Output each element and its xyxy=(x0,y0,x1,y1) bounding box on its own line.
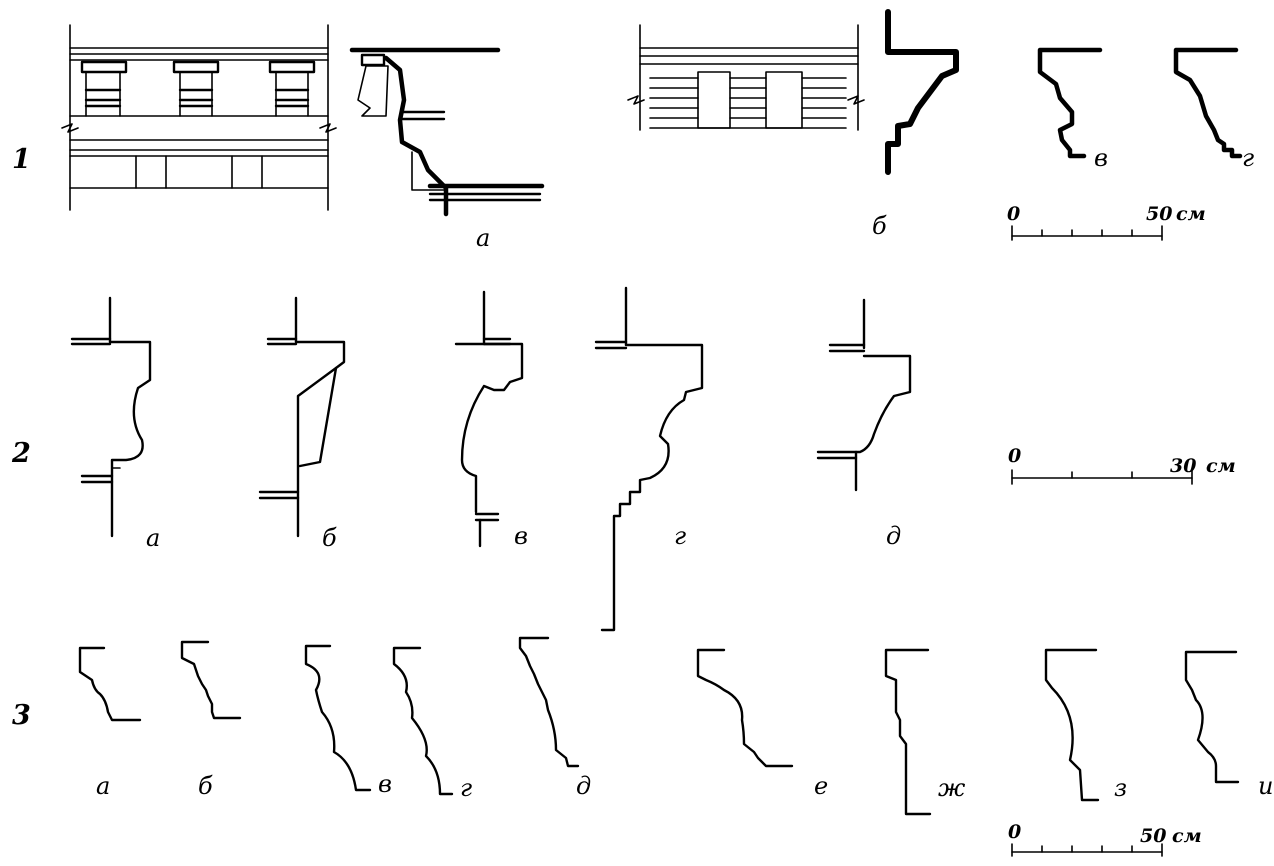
row1-label-b: б xyxy=(872,212,887,240)
row-number-2: 2 xyxy=(11,438,31,469)
row3-cornice-profile-z xyxy=(1044,648,1100,802)
row1-scale-max: 50 xyxy=(1146,203,1172,225)
row1-cornice-profile-v xyxy=(1037,47,1103,159)
row1-scale-zero: 0 xyxy=(1007,203,1020,225)
row2-label-d: д xyxy=(886,522,901,550)
row2-scale-bar xyxy=(1011,469,1193,485)
row1-scale-bar xyxy=(1011,225,1163,241)
row2-label-v: в xyxy=(514,522,528,550)
row1-cornice-section-b xyxy=(885,9,959,175)
row1-cornice-profile-g xyxy=(1173,47,1243,159)
row3-label-b: б xyxy=(198,772,213,800)
row3-cornice-profile-zh xyxy=(884,648,932,816)
row1-label-a: а xyxy=(476,224,490,252)
row1-facade-elevation-b xyxy=(627,24,865,131)
row2-scale-zero: 0 xyxy=(1008,445,1021,467)
row3-label-z: з xyxy=(1114,774,1127,802)
row3-label-zh: ж xyxy=(938,774,966,802)
row-number-3: 3 xyxy=(12,700,31,731)
row3-cornice-profile-b xyxy=(180,640,242,720)
row2-label-b: б xyxy=(322,524,337,552)
row3-cornice-profile-e xyxy=(696,648,794,768)
row3-label-e: е xyxy=(814,772,828,800)
row2-scale-max: 30 xyxy=(1170,455,1196,477)
row2-scale-unit: см xyxy=(1206,455,1236,477)
row2-cornice-profile-a xyxy=(70,296,152,538)
row3-cornice-profile-g xyxy=(392,646,454,796)
row2-label-a: а xyxy=(146,524,160,552)
row3-cornice-profile-d xyxy=(518,636,580,768)
row3-label-d: д xyxy=(576,772,591,800)
row1-label-v: в xyxy=(1094,144,1108,172)
row3-cornice-profile-a xyxy=(78,646,142,722)
row3-scale-max: 50 xyxy=(1140,825,1166,847)
row3-label-i: и xyxy=(1258,772,1273,800)
row3-scale-zero: 0 xyxy=(1008,821,1021,843)
row2-cornice-profile-b xyxy=(258,296,346,538)
row3-scale-unit: см xyxy=(1172,825,1202,847)
row1-scale-unit: см xyxy=(1176,203,1206,225)
row3-cornice-profile-v xyxy=(304,644,372,792)
row2-cornice-profile-g xyxy=(594,286,704,632)
row3-cornice-profile-i xyxy=(1184,650,1240,784)
row3-label-v: в xyxy=(378,770,392,798)
row2-cornice-profile-d xyxy=(816,298,912,492)
row3-label-a: а xyxy=(96,772,110,800)
row2-label-g: г xyxy=(674,522,686,550)
row1-cornice-section-a xyxy=(349,47,545,217)
row2-cornice-profile-v xyxy=(454,290,524,548)
row3-label-g: г xyxy=(460,774,472,802)
row1-facade-elevation-a xyxy=(61,24,337,211)
row-number-1: 1 xyxy=(12,144,31,175)
row3-scale-bar xyxy=(1011,843,1163,857)
row1-label-g: г xyxy=(1242,144,1254,172)
